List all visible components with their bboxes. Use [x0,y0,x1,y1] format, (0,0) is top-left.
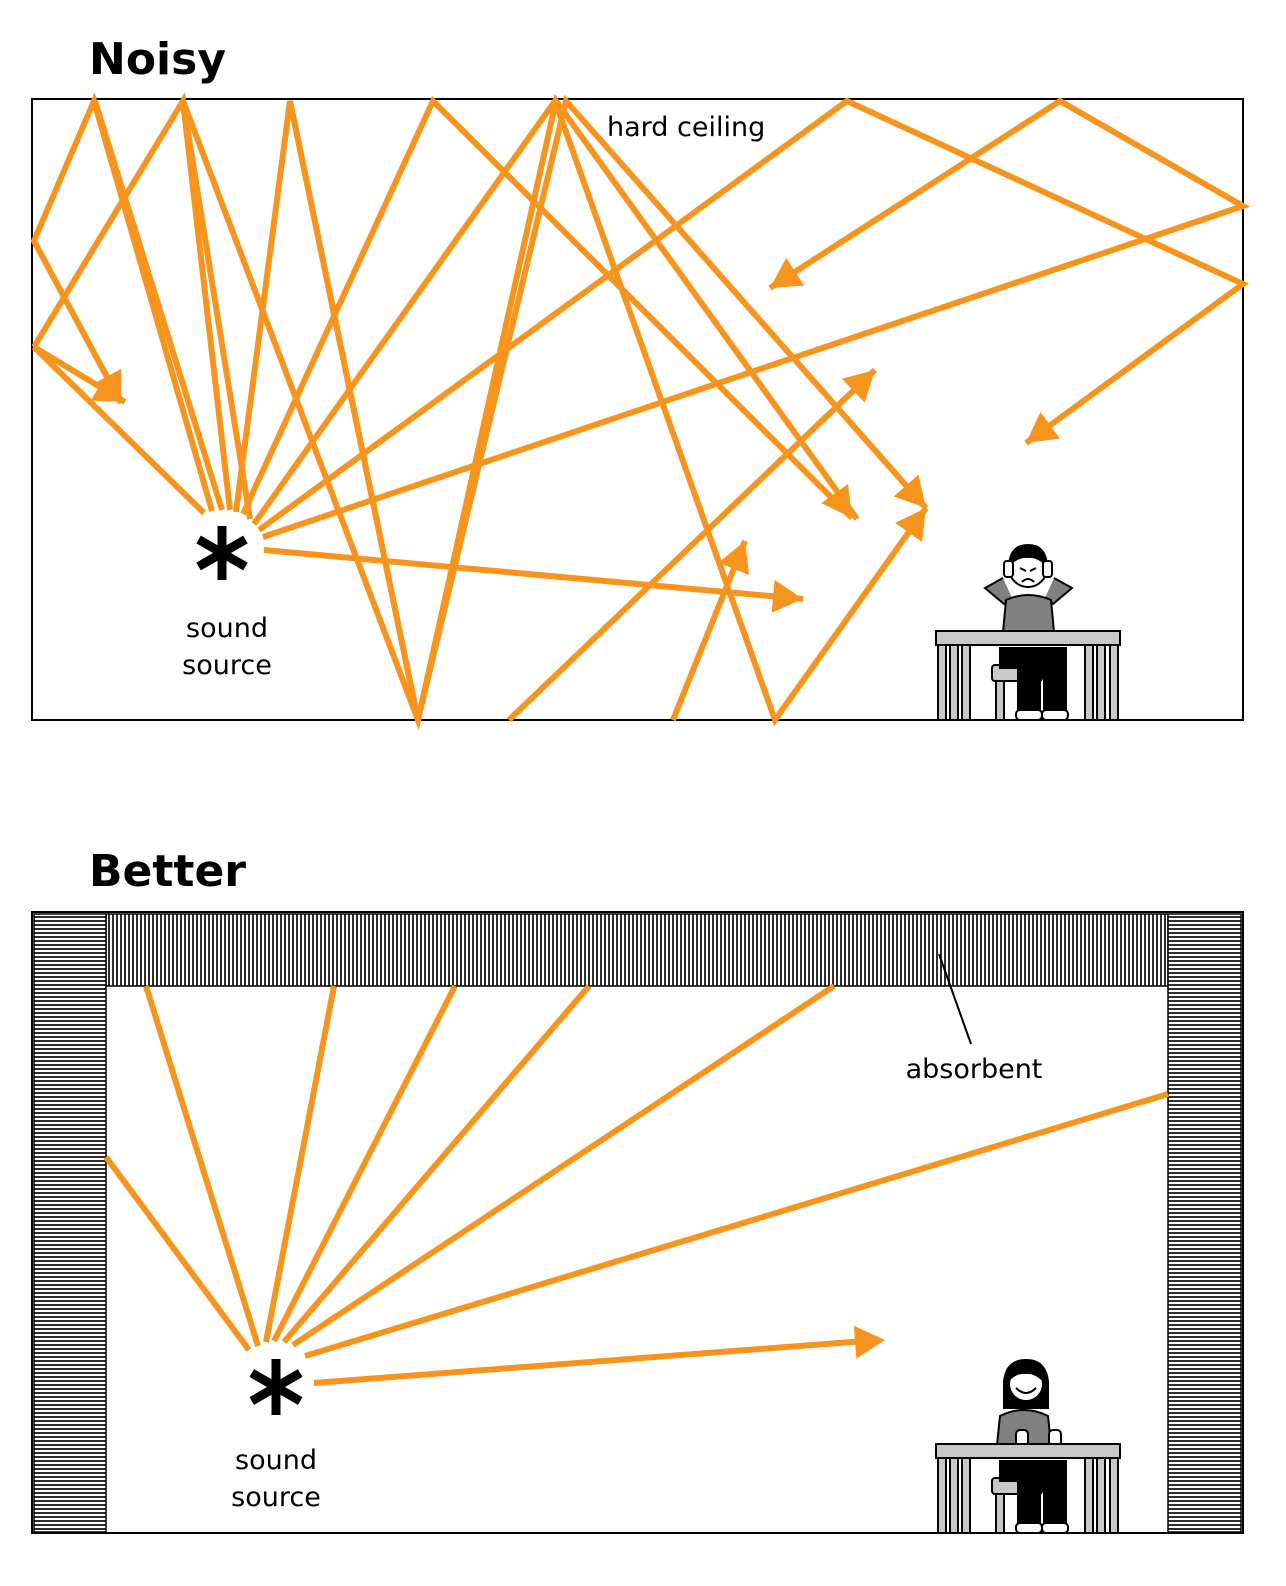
better-title: Better [89,846,246,897]
sound-ray [103,1155,252,1352]
sound-ray [281,984,592,1344]
sound-ray [291,983,836,1348]
sound-ray [263,985,337,1343]
arrowhead-icon [853,1325,885,1359]
sound-source-label-line1: sound [186,613,268,644]
hard-ceiling-label: hard ceiling [607,112,765,143]
arrowhead-icon [92,368,122,403]
sound-ray [263,547,804,602]
noisy-panel: hard ceiling sound source [30,91,1251,731]
arrowhead-icon [1026,411,1060,443]
sound-ray [143,985,261,1347]
sound-source-icon [188,519,256,587]
sound-ray [251,94,929,727]
arrowhead-icon [893,474,926,508]
sound-ray [304,1091,1169,1359]
arrowhead-icon [718,541,750,575]
arrowhead-icon [771,579,803,613]
absorbent-pointer [938,953,972,1045]
sound-ray [271,984,458,1343]
absorbent-label: absorbent [906,1054,1043,1085]
arrowhead-icon [770,257,805,288]
sound-source-icon [240,1351,312,1423]
sound-ray [257,97,1249,533]
sound-ray [240,95,855,521]
sound-ray [287,100,421,721]
sound-ray [313,1338,866,1386]
arrowhead-icon [895,508,926,543]
noisy-title: Noisy [89,34,227,85]
listener-smiling-icon [935,1358,1121,1534]
absorbent-right-wall [1167,913,1242,1533]
absorbent-ceiling [105,913,1169,987]
arrowhead-icon [841,370,875,403]
sound-source-label-line2: source [231,1482,321,1513]
better-arrowheads [853,1325,885,1359]
arrowhead-icon [821,483,852,518]
better-sound-rays [103,983,1169,1386]
sound-source-label-line2: source [182,650,272,681]
sound-ray [670,539,748,722]
sound-ray [262,97,1251,540]
sound-source-label-line1: sound [235,1445,317,1476]
listener-covering-ears-icon [935,543,1121,721]
better-panel: absorbent sound source [31,911,1244,1534]
noisy-arrowheads [90,257,1060,613]
absorbent-left-wall [33,913,107,1533]
sound-ray [92,100,225,511]
sound-ray [30,92,215,512]
sound-ray [506,367,878,723]
